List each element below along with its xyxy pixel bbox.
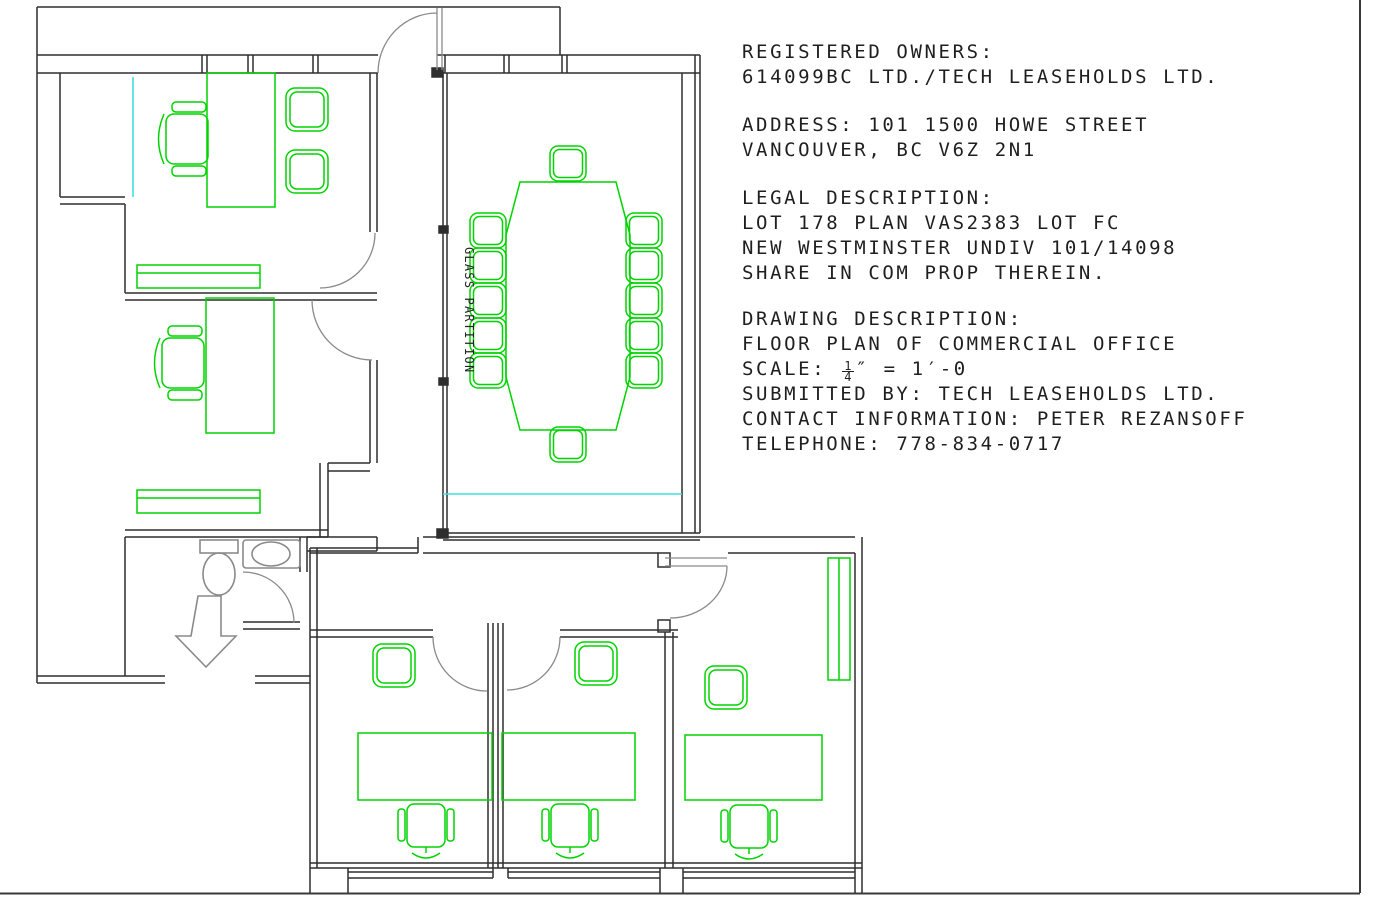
- toilet: [199, 539, 239, 596]
- submitted-by: SUBMITTED BY: TECH LEASEHOLDS LTD.: [742, 383, 1220, 405]
- registered-owners-label: REGISTERED OWNERS:: [742, 41, 995, 63]
- bottom-office3-guest-chair: [704, 665, 748, 710]
- bottom-office2-desk: [501, 732, 636, 801]
- entry-arrow: [174, 595, 238, 669]
- legal-description-label: LEGAL DESCRIPTION:: [742, 187, 995, 209]
- drawing-line1: FLOOR PLAN OF COMMERCIAL OFFICE: [742, 333, 1178, 355]
- office2-credenza: [136, 489, 261, 514]
- glass-partition-label: GLASS PARTITION: [462, 247, 476, 373]
- scale-suffix: ″ = 1′-0: [855, 358, 968, 380]
- bottom-office1-guest-chair: [372, 643, 416, 688]
- conference-table: [505, 181, 631, 431]
- office1-chair: [157, 101, 209, 177]
- scale-denominator: 4: [844, 370, 852, 384]
- bottom-office1-chair: [397, 803, 455, 859]
- drawing-description-label: DRAWING DESCRIPTION:: [742, 308, 1023, 330]
- legal-line1: LOT 178 PLAN VAS2383 LOT FC: [742, 212, 1122, 234]
- scale-numerator: 1: [842, 359, 854, 373]
- registered-owners-value: 614099BC LTD./TECH LEASEHOLDS LTD.: [742, 66, 1220, 88]
- legal-line2: NEW WESTMINSTER UNDIV 101/14098: [742, 237, 1178, 259]
- office1-guest-chair: [285, 149, 329, 194]
- office1-guest-chair: [285, 87, 329, 132]
- office1-credenza: [136, 264, 261, 289]
- bottom-office3-desk: [684, 734, 823, 801]
- door-swings: [242, 8, 728, 692]
- glass-lines: [132, 77, 682, 495]
- telephone: TELEPHONE: 778-834-0717: [742, 433, 1065, 455]
- fixtures: [174, 539, 301, 669]
- annotation-block: REGISTERED OWNERS: 614099BC LTD./TECH LE…: [742, 40, 1362, 457]
- bottom-office3-chair: [720, 804, 778, 860]
- sheet-border: [0, 0, 1361, 895]
- office2-chair: [153, 325, 205, 401]
- legal-line3: SHARE IN COM PROP THEREIN.: [742, 262, 1108, 284]
- address-line1: ADDRESS: 101 1500 HOWE STREET: [742, 114, 1150, 136]
- bottom-office2-guest-chair: [574, 641, 618, 686]
- office2-desk: [205, 297, 275, 434]
- scale-prefix: SCALE:: [742, 358, 827, 380]
- sink: [242, 539, 301, 569]
- conference-chairs: [469, 145, 663, 463]
- walls: [36, 6, 863, 893]
- bottom-office2-chair: [541, 803, 599, 859]
- contact-information: CONTACT INFORMATION: PETER REZANSOFF: [742, 408, 1248, 430]
- office1-desk: [206, 72, 276, 208]
- furniture: [136, 72, 851, 860]
- address-line2: VANCOUVER, BC V6Z 2N1: [742, 139, 1037, 161]
- bottom-office1-desk: [357, 732, 493, 801]
- bottom-office3-cabinet: [827, 557, 851, 681]
